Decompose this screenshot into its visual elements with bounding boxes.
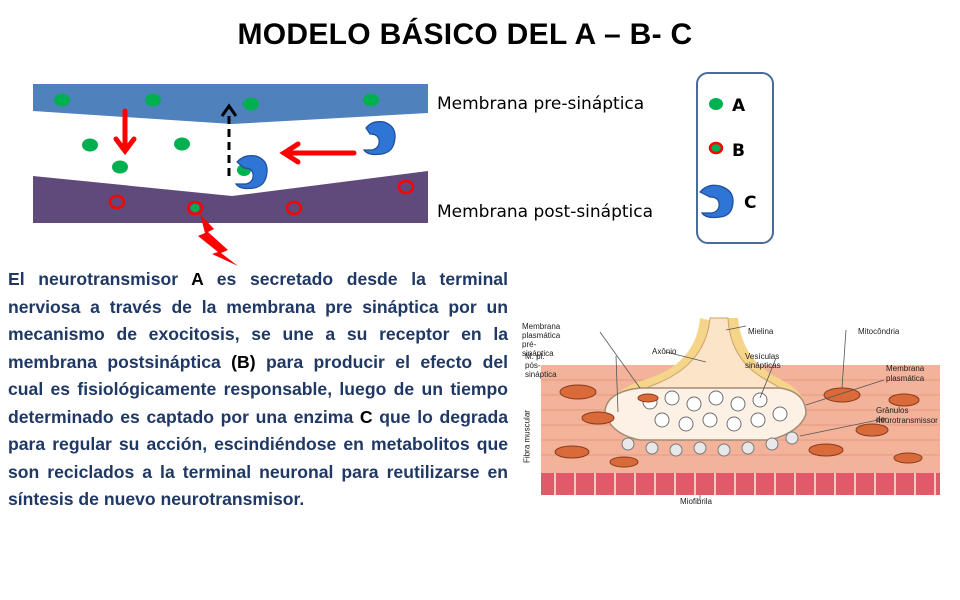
receptor-b-circle [285,200,303,216]
leader-lines [599,325,889,500]
receptor-b-circle [186,200,204,216]
legend-box [696,72,774,244]
neurotransmitter-a-dot [112,160,128,174]
neurotransmitter-a-dot [145,93,161,107]
label-granulos-1: Grânulos do [876,406,909,424]
reuptake-arrow [220,103,238,176]
label-mitocondria: Mitocôndria [858,327,900,336]
label-miofibrila: Miofibrila [680,497,713,506]
lightning-bolt [198,214,238,266]
legend-c-label: C [744,193,757,213]
pre-synaptic-membrane [33,84,428,124]
neuromuscular-illustration [541,317,940,500]
paragraph-part-1: El neurotransmisor [8,269,192,289]
pre-synaptic-label: Membrana pre-sináptica [437,94,645,114]
neurotransmitter-a-dot [82,138,98,152]
paragraph-part-3: para producir el efecto del cual es fisi… [8,351,508,427]
paragraph-a: A [191,269,204,289]
myofibril-band [541,473,940,495]
legend-a-label: A [732,96,746,116]
legend-b-circle [708,141,724,155]
label-plasm-pre: Membrana plasmática pré-sináptica [522,322,561,358]
synaptic-vesicles [642,390,788,432]
label-m-pl-pos: M. pl. pós-sináptica [525,352,557,379]
post-synaptic-membrane [33,171,428,223]
label-vesiculas: Vesículas sinápticas [745,352,781,370]
legend-a-dot [709,98,723,110]
mitochondria [554,384,923,468]
left-arrow-head [279,141,301,165]
label-axonio: Axônio [652,347,677,356]
legend-c-shape [699,184,734,219]
label-plasmatica: plasmática [886,374,925,383]
neurotransmitter-a-dot [174,137,190,151]
neurotransmitter-a-dot [363,93,379,107]
dashed-arrow-head [220,103,238,117]
receptor-b-circle [108,194,126,210]
label-fibra: Fibra muscular [522,410,532,463]
page-title: MODELO BÁSICO DEL A – B- C [237,18,693,51]
paragraph-c: C [359,406,373,427]
enzyme-c-shape [362,121,396,156]
bound-neurotransmitter [190,204,200,212]
neurotransmitter-dots [54,93,379,176]
label-mielina: Mielina [748,327,774,336]
receptor-b-circle [397,179,415,195]
neurotransmitter-granules [621,431,799,457]
label-granulos-2: neurotransmissor [876,416,938,425]
enzyme-c-shape [234,155,268,190]
myofibril-stripes [554,473,936,495]
down-arrow-head [113,136,137,156]
paragraph-part-2: es secretado desde la terminal nerviosa … [8,269,508,372]
receptor-circles [108,179,415,216]
description-paragraph: El neurotransmisor A es secretado desde … [8,266,508,514]
red-arrows [113,108,357,165]
paragraph-part-4: que lo degrada para regular su acción, e… [8,406,508,510]
paragraph-b: (B) [231,351,256,372]
legend-b-label: B [732,141,745,161]
post-synaptic-label: Membrana post-sináptica [437,202,654,222]
neurotransmitter-a-dot [243,97,259,111]
label-membrana: Membrana [886,364,925,373]
neurotransmitter-a-dot [54,93,70,107]
